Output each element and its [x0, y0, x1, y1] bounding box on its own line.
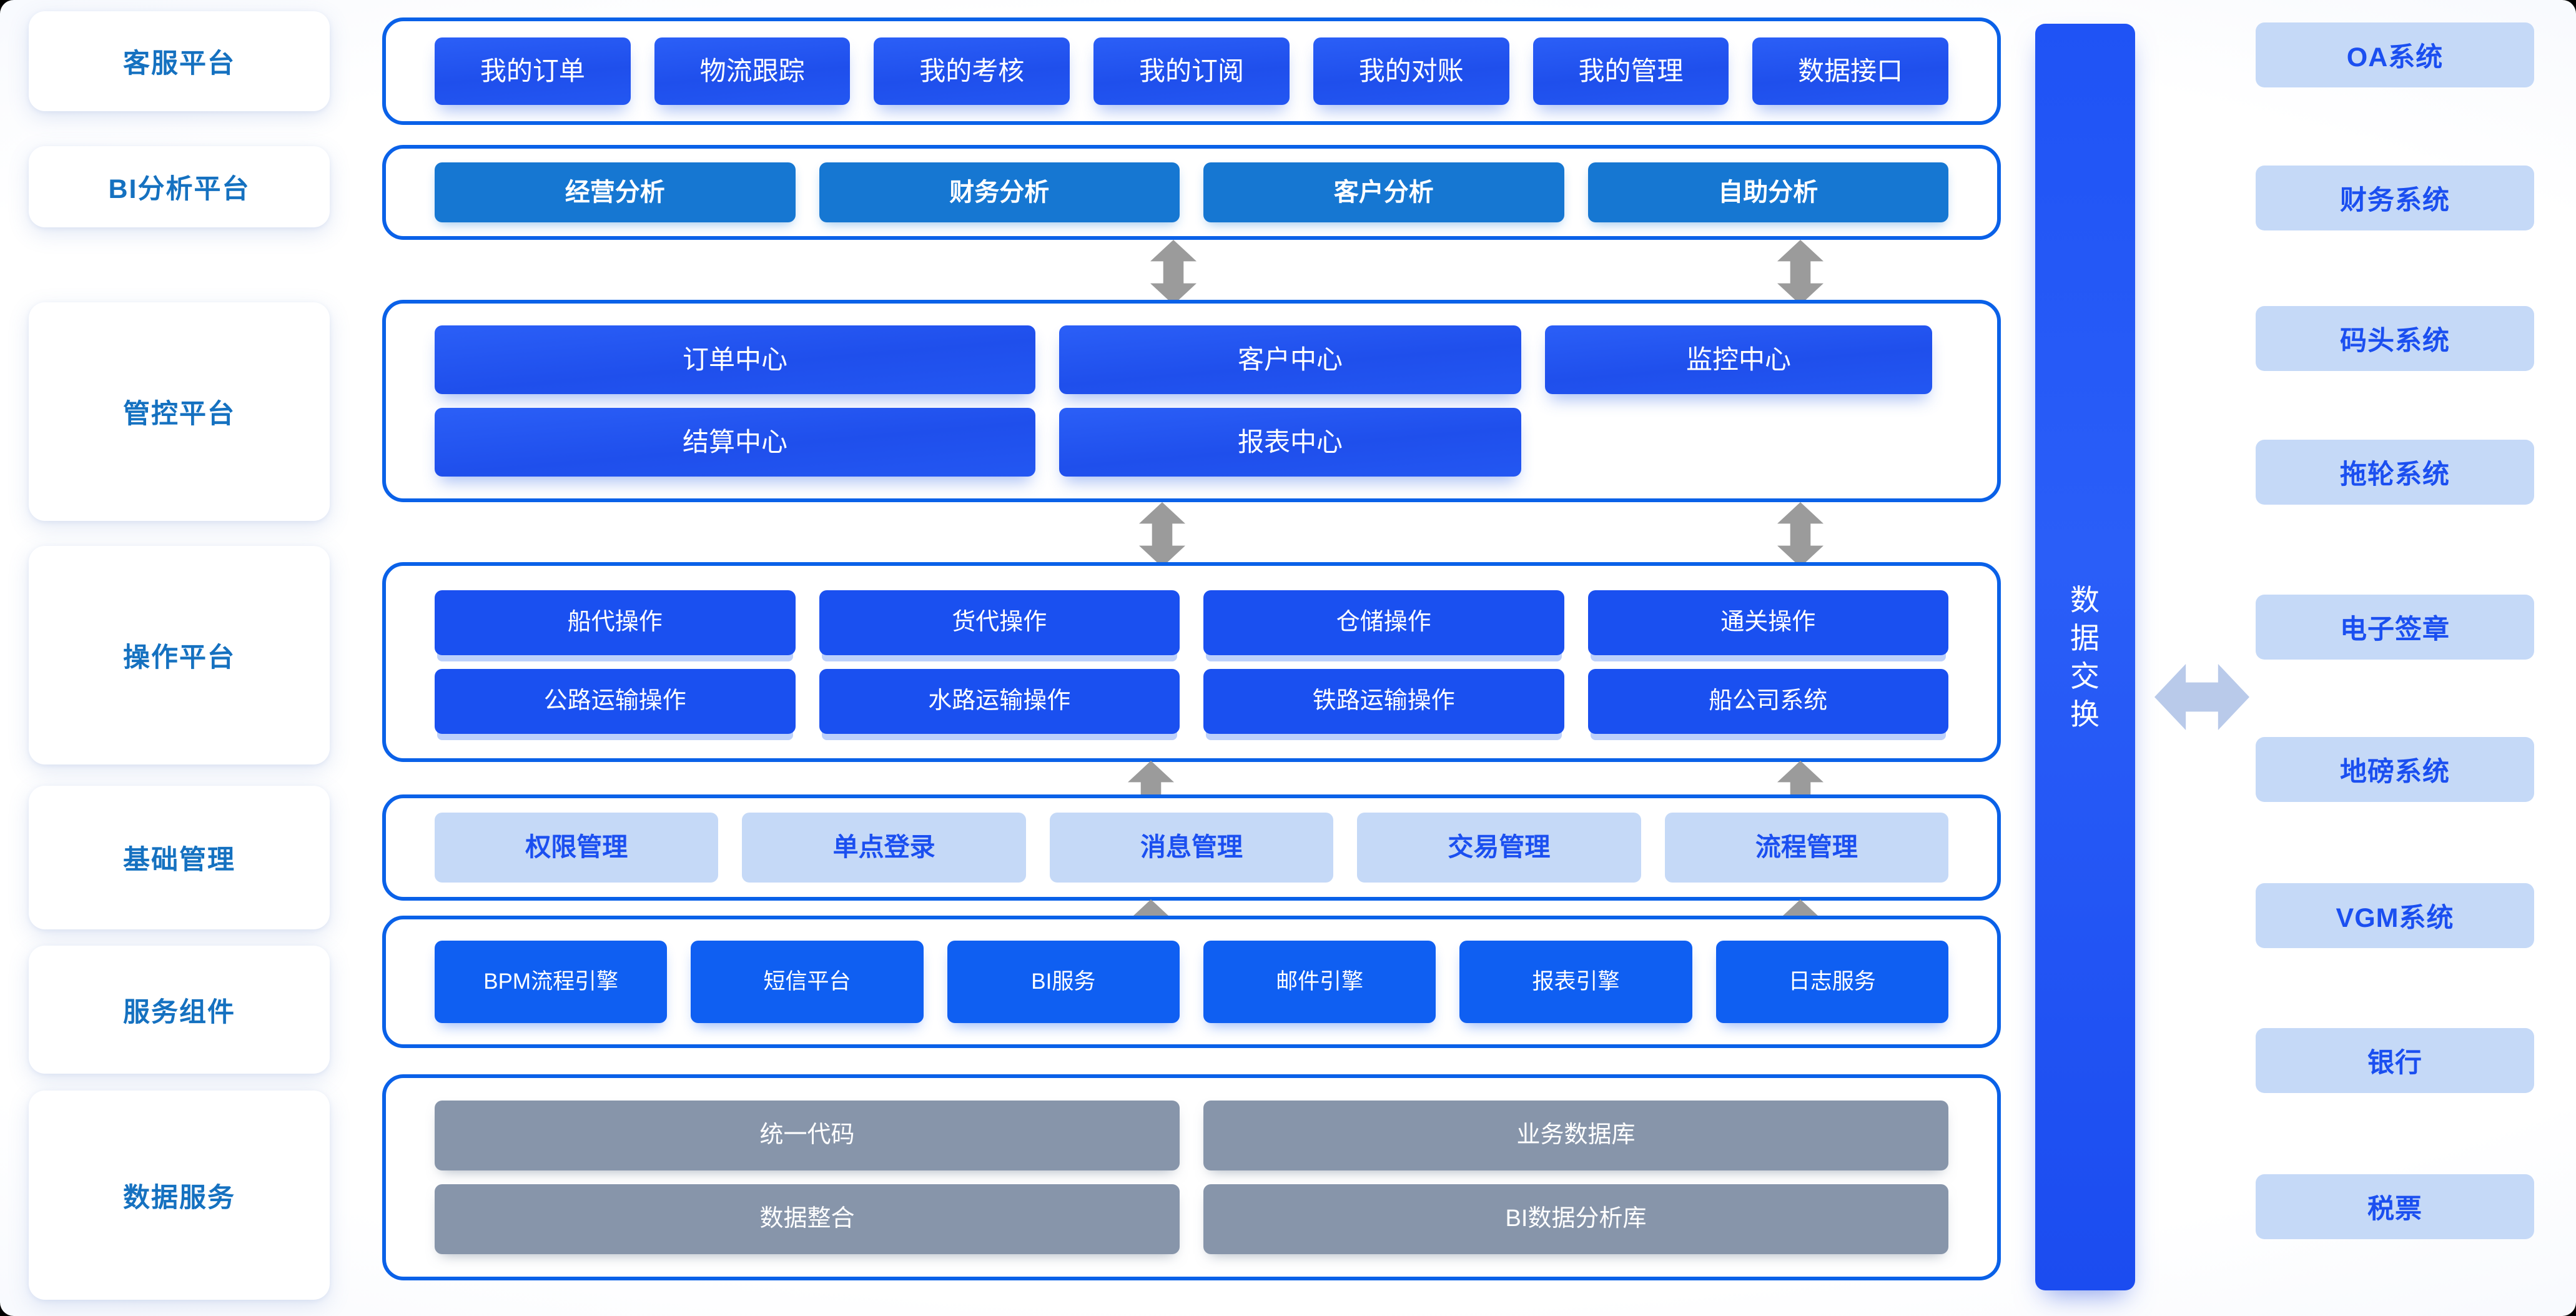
sidebar-label: 客服平台 — [123, 49, 235, 79]
layer-panel-customer-service: 我的订单 物流跟踪 我的考核 我的订阅 我的对账 我的管理 数据接口 — [382, 17, 2001, 125]
layer-panels: 我的订单 物流跟踪 我的考核 我的订阅 我的对账 我的管理 数据接口 经营分析 … — [382, 0, 2005, 1316]
layer-panel-control-platform: 订单中心 客户中心 监控中心 结算中心 报表中心 — [382, 300, 2001, 502]
system-card-oa[interactable]: OA系统 — [2256, 22, 2534, 87]
sidebar-label: 服务组件 — [123, 997, 235, 1027]
tile-shipping-agency-operation[interactable]: 船代操作 — [435, 590, 796, 655]
tile-row: 统一代码 业务数据库 — [435, 1101, 1948, 1170]
tile-self-service-analysis[interactable]: 自助分析 — [1587, 162, 1948, 222]
tile-business-analysis[interactable]: 经营分析 — [435, 162, 796, 222]
system-card-bank[interactable]: 银行 — [2256, 1028, 2534, 1093]
tile-customer-center[interactable]: 客户中心 — [1059, 325, 1521, 394]
tile-row: 订单中心 客户中心 监控中心 — [435, 325, 1948, 394]
tile-row: 权限管理 单点登录 消息管理 交易管理 流程管理 — [435, 813, 1949, 883]
sidebar-item-service-components[interactable]: 服务组件 — [29, 946, 330, 1074]
layer-panel-operation-platform: 船代操作 货代操作 仓储操作 通关操作 公路运输操作 水路运输操作 铁路运输操作… — [382, 562, 2001, 762]
system-card-finance[interactable]: 财务系统 — [2256, 166, 2534, 230]
system-card-terminal[interactable]: 码头系统 — [2256, 306, 2534, 371]
tile-financial-analysis[interactable]: 财务分析 — [819, 162, 1180, 222]
data-exchange-bar[interactable]: 数 据 交 换 — [2035, 24, 2135, 1290]
layer-panel-service-components: BPM流程引擎 短信平台 BI服务 邮件引擎 报表引擎 日志服务 — [382, 916, 2001, 1048]
sidebar-label: BI分析平台 — [108, 174, 250, 204]
layer-panel-basic-management: 权限管理 单点登录 消息管理 交易管理 流程管理 — [382, 794, 2001, 901]
system-card-weighbridge[interactable]: 地磅系统 — [2256, 737, 2534, 802]
system-card-e-signature[interactable]: 电子签章 — [2256, 595, 2534, 660]
tile-shipping-company-system[interactable]: 船公司系统 — [1587, 669, 1948, 734]
tile-monitoring-center[interactable]: 监控中心 — [1545, 325, 1932, 394]
sidebar-label: 数据服务 — [123, 1182, 235, 1213]
system-card-vgm[interactable]: VGM系统 — [2256, 883, 2534, 948]
tile-unified-code[interactable]: 统一代码 — [435, 1101, 1180, 1170]
tile-permission-management[interactable]: 权限管理 — [435, 813, 719, 883]
layer-label-sidebar: 客服平台 BI分析平台 管控平台 操作平台 基础管理 服务组件 数据服务 — [22, 4, 335, 1312]
tile-my-management[interactable]: 我的管理 — [1532, 37, 1729, 105]
connector-arrow-up-down — [1777, 502, 1823, 567]
external-systems-column: OA系统 财务系统 码头系统 拖轮系统 电子签章 地磅系统 VGM系统 银行 税… — [2256, 0, 2555, 1316]
tile-data-interface[interactable]: 数据接口 — [1752, 37, 1949, 105]
tile-single-sign-on[interactable]: 单点登录 — [742, 813, 1026, 883]
layer-panel-data-service: 统一代码 业务数据库 数据整合 BI数据分析库 — [382, 1074, 2001, 1280]
sidebar-item-data-service[interactable]: 数据服务 — [29, 1091, 330, 1300]
tile-waterway-transport-operation[interactable]: 水路运输操作 — [819, 669, 1180, 734]
tile-customs-clearance-operation[interactable]: 通关操作 — [1587, 590, 1948, 655]
tile-row: 我的订单 物流跟踪 我的考核 我的订阅 我的对账 我的管理 数据接口 — [435, 37, 1949, 105]
tile-logistics-tracking[interactable]: 物流跟踪 — [654, 37, 851, 105]
sidebar-label: 操作平台 — [123, 643, 235, 673]
tile-row: 船代操作 货代操作 仓储操作 通关操作 — [435, 590, 1948, 655]
layer-panel-bi-platform: 经营分析 财务分析 客户分析 自助分析 — [382, 145, 2001, 240]
tile-freight-forwarding-operation[interactable]: 货代操作 — [819, 590, 1180, 655]
tile-my-assessment[interactable]: 我的考核 — [874, 37, 1070, 105]
sidebar-label: 管控平台 — [123, 399, 235, 429]
tile-row: 经营分析 财务分析 客户分析 自助分析 — [435, 162, 1948, 222]
tile-business-database[interactable]: 业务数据库 — [1203, 1101, 1948, 1170]
tile-message-management[interactable]: 消息管理 — [1049, 813, 1334, 883]
tile-row: BPM流程引擎 短信平台 BI服务 邮件引擎 报表引擎 日志服务 — [435, 941, 1948, 1023]
tile-report-engine[interactable]: 报表引擎 — [1459, 941, 1692, 1023]
sidebar-item-bi-platform[interactable]: BI分析平台 — [29, 146, 330, 227]
tile-order-center[interactable]: 订单中心 — [435, 325, 1035, 394]
sidebar-item-basic-management[interactable]: 基础管理 — [29, 786, 330, 929]
system-card-tugboat[interactable]: 拖轮系统 — [2256, 440, 2534, 505]
tile-data-integration[interactable]: 数据整合 — [435, 1184, 1180, 1254]
tile-row: 结算中心 报表中心 — [435, 408, 1948, 477]
tile-my-orders[interactable]: 我的订单 — [435, 37, 631, 105]
system-card-tax-invoice[interactable]: 税票 — [2256, 1174, 2534, 1239]
tile-bi-service[interactable]: BI服务 — [947, 941, 1180, 1023]
sidebar-item-customer-service[interactable]: 客服平台 — [29, 11, 330, 111]
connector-arrow-left-right — [2154, 664, 2249, 730]
tile-my-subscription[interactable]: 我的订阅 — [1093, 37, 1290, 105]
tile-email-engine[interactable]: 邮件引擎 — [1203, 941, 1436, 1023]
tile-row: 数据整合 BI数据分析库 — [435, 1184, 1948, 1254]
tile-my-reconciliation[interactable]: 我的对账 — [1313, 37, 1509, 105]
tile-log-service[interactable]: 日志服务 — [1715, 941, 1948, 1023]
data-exchange-label: 数 据 交 换 — [2070, 583, 2100, 731]
tile-row: 公路运输操作 水路运输操作 铁路运输操作 船公司系统 — [435, 669, 1948, 734]
tile-warehousing-operation[interactable]: 仓储操作 — [1203, 590, 1564, 655]
tile-bi-analysis-database[interactable]: BI数据分析库 — [1203, 1184, 1948, 1254]
tile-customer-analysis[interactable]: 客户分析 — [1203, 162, 1564, 222]
connector-arrow-up-down — [1150, 240, 1197, 305]
tile-settlement-center[interactable]: 结算中心 — [435, 408, 1035, 477]
tile-road-transport-operation[interactable]: 公路运输操作 — [435, 669, 796, 734]
connector-arrow-up-down — [1777, 240, 1823, 305]
sidebar-item-control-platform[interactable]: 管控平台 — [29, 302, 330, 521]
tile-process-management[interactable]: 流程管理 — [1664, 813, 1949, 883]
tile-report-center[interactable]: 报表中心 — [1059, 408, 1521, 477]
tile-bpm-process-engine[interactable]: BPM流程引擎 — [435, 941, 668, 1023]
sidebar-item-operation-platform[interactable]: 操作平台 — [29, 546, 330, 764]
sidebar-label: 基础管理 — [123, 845, 235, 875]
connector-arrow-up-down — [1139, 502, 1185, 567]
tile-sms-platform[interactable]: 短信平台 — [691, 941, 924, 1023]
tile-railway-transport-operation[interactable]: 铁路运输操作 — [1203, 669, 1564, 734]
tile-transaction-management[interactable]: 交易管理 — [1357, 813, 1641, 883]
